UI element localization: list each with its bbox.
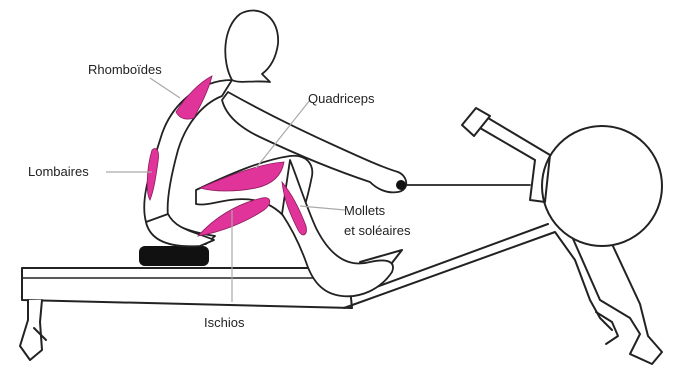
label-mollets-line1: Mollets — [344, 203, 386, 218]
handle — [396, 180, 406, 190]
seat — [139, 246, 209, 266]
machine-rail — [22, 268, 352, 308]
rear-leg — [20, 300, 42, 360]
label-rhomboides: Rhomboïdes — [88, 62, 162, 77]
label-mollets-line2: et soléaires — [344, 223, 411, 238]
front-leg — [570, 232, 662, 364]
label-lombaires: Lombaires — [28, 164, 89, 179]
leader-rhomboides — [150, 78, 180, 98]
label-quadriceps: Quadriceps — [308, 91, 375, 106]
label-ischios: Ischios — [204, 315, 245, 330]
rowing-machine — [20, 108, 662, 364]
flywheel — [542, 126, 662, 246]
monitor-arm — [480, 118, 550, 202]
